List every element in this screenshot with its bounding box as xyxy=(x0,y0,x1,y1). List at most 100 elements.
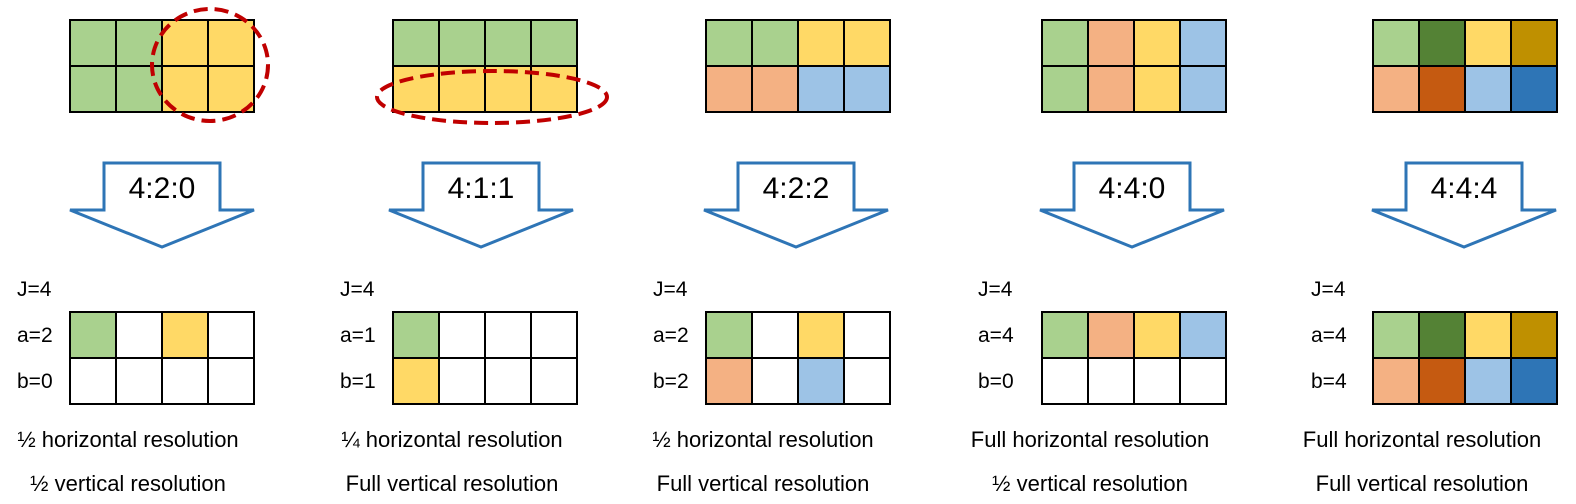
horizontal-resolution-caption: ½ horizontal resolution xyxy=(652,427,874,452)
source-grid-cell xyxy=(1041,19,1089,67)
source-grid-cell xyxy=(843,19,891,67)
scheme-label: 4:2:2 xyxy=(763,172,830,205)
b-label: b=0 xyxy=(17,370,53,393)
source-grid-cell xyxy=(797,19,845,67)
source-grid-cell xyxy=(115,65,163,113)
sample-grid-cell xyxy=(484,357,532,405)
scheme-label: 4:1:1 xyxy=(448,172,515,205)
sample-grid-cell xyxy=(1418,311,1466,359)
source-grid-cell xyxy=(484,65,532,113)
sample-grid-cell xyxy=(1372,311,1420,359)
source-grid-cell xyxy=(705,65,753,113)
sample-grid-cell xyxy=(1133,311,1181,359)
source-grid-cell xyxy=(1179,65,1227,113)
horizontal-resolution-caption: ½ horizontal resolution xyxy=(17,427,239,452)
b-label: b=2 xyxy=(653,370,689,393)
down-arrow-icon xyxy=(703,161,889,249)
sample-grid-cell xyxy=(705,357,753,405)
sample-grid-cell xyxy=(69,311,117,359)
sample-grid-cell xyxy=(1464,311,1512,359)
sample-grid-cell xyxy=(207,311,255,359)
source-grid-cell xyxy=(1372,19,1420,67)
sample-grid-cell xyxy=(438,357,486,405)
sample-grid-cell xyxy=(1372,357,1420,405)
sample-grid-cell xyxy=(530,357,578,405)
source-grid-cell xyxy=(797,65,845,113)
b-label: b=4 xyxy=(1311,370,1347,393)
sample-grid-cell xyxy=(115,357,163,405)
sample-grid-cell xyxy=(1418,357,1466,405)
source-grid-cell xyxy=(1041,65,1089,113)
sample-grid-cell xyxy=(115,311,163,359)
sample-grid-cell xyxy=(530,311,578,359)
j-label: J=4 xyxy=(17,278,52,301)
down-arrow-icon xyxy=(69,161,255,249)
down-arrow-icon xyxy=(388,161,574,249)
source-grid-cell xyxy=(1510,65,1558,113)
sample-grid-cell xyxy=(1087,311,1135,359)
sample-grid-cell xyxy=(843,311,891,359)
source-grid-cell xyxy=(1464,65,1512,113)
sample-grid-cell xyxy=(1464,357,1512,405)
source-grid-cell xyxy=(843,65,891,113)
sample-grid-cell xyxy=(843,357,891,405)
sample-grid-cell xyxy=(1087,357,1135,405)
sample-grid-cell xyxy=(207,357,255,405)
source-grid-cell xyxy=(705,19,753,67)
sample-grid-cell xyxy=(1179,311,1227,359)
horizontal-resolution-caption: Full horizontal resolution xyxy=(970,427,1210,452)
a-label: a=2 xyxy=(653,324,689,347)
a-label: a=2 xyxy=(17,324,53,347)
sample-grid-cell xyxy=(69,357,117,405)
source-grid-cell xyxy=(207,65,255,113)
b-label: b=1 xyxy=(340,370,376,393)
a-label: a=4 xyxy=(978,324,1014,347)
highlight-ellipse xyxy=(375,69,609,125)
sample-grid-cell xyxy=(797,357,845,405)
horizontal-resolution-caption: ¼ horizontal resolution xyxy=(341,427,563,452)
source-grid-cell xyxy=(484,19,532,67)
source-grid-cell xyxy=(438,19,486,67)
horizontal-resolution-caption: Full horizontal resolution xyxy=(1302,427,1542,452)
sample-grid-cell xyxy=(392,357,440,405)
source-grid-cell xyxy=(1133,65,1181,113)
source-grid-cell xyxy=(1510,19,1558,67)
down-arrow-icon xyxy=(1039,161,1225,249)
sample-grid-cell xyxy=(438,311,486,359)
sample-grid-cell xyxy=(797,311,845,359)
source-grid-cell xyxy=(1087,65,1135,113)
source-grid-cell xyxy=(1418,19,1466,67)
source-grid-cell xyxy=(207,19,255,67)
j-label: J=4 xyxy=(653,278,688,301)
down-arrow-icon xyxy=(1371,161,1557,249)
sample-grid-cell xyxy=(484,311,532,359)
a-label: a=4 xyxy=(1311,324,1347,347)
source-grid-cell xyxy=(69,65,117,113)
highlight-ellipse xyxy=(150,7,270,123)
vertical-resolution-caption: ½ vertical resolution xyxy=(992,471,1188,496)
sample-grid-cell xyxy=(161,311,209,359)
j-label: J=4 xyxy=(340,278,375,301)
vertical-resolution-caption: Full vertical resolution xyxy=(1315,471,1529,496)
scheme-label: 4:2:0 xyxy=(129,172,196,205)
a-label: a=1 xyxy=(340,324,376,347)
sample-grid-cell xyxy=(1133,357,1181,405)
sample-grid-cell xyxy=(161,357,209,405)
j-label: J=4 xyxy=(1311,278,1346,301)
scheme-label: 4:4:0 xyxy=(1099,172,1166,205)
sample-grid-cell xyxy=(705,311,753,359)
vertical-resolution-caption: ½ vertical resolution xyxy=(30,471,226,496)
source-grid-cell xyxy=(1179,19,1227,67)
source-grid-cell xyxy=(530,19,578,67)
source-grid-cell xyxy=(1372,65,1420,113)
sample-grid-cell xyxy=(1510,357,1558,405)
sample-grid-cell xyxy=(392,311,440,359)
source-grid-cell xyxy=(751,19,799,67)
source-grid-cell xyxy=(392,19,440,67)
source-grid-cell xyxy=(1087,19,1135,67)
sample-grid-cell xyxy=(1510,311,1558,359)
source-grid-cell xyxy=(751,65,799,113)
source-grid-cell xyxy=(1133,19,1181,67)
